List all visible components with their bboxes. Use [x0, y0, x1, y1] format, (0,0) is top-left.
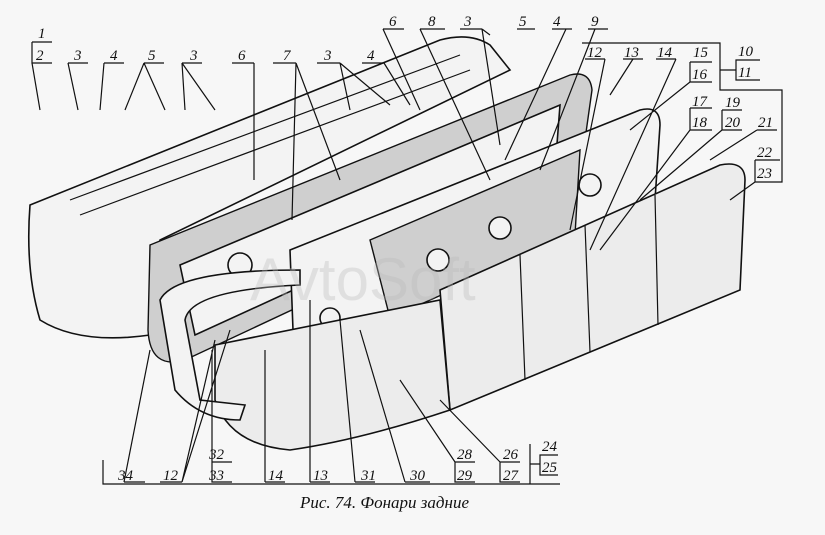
callout-5: 5 — [148, 48, 156, 64]
callout-23: 23 — [757, 166, 772, 182]
callout-2: 2 — [36, 48, 44, 64]
callout-14: 14 — [657, 45, 673, 61]
callout-27: 27 — [503, 468, 520, 484]
callout-11: 11 — [738, 65, 752, 81]
callout-7: 7 — [283, 48, 292, 64]
housing-edge — [69, 54, 471, 216]
callout-3: 3 — [73, 48, 82, 64]
side-lamp-rim — [159, 269, 301, 421]
callout-5: 5 — [519, 14, 527, 30]
callout-10: 10 — [738, 44, 754, 60]
callout-3: 3 — [189, 48, 198, 64]
callout-29: 29 — [457, 468, 473, 484]
callout-13: 13 — [313, 468, 328, 484]
callout-31: 31 — [360, 468, 376, 484]
bulb — [578, 173, 602, 197]
bulb — [488, 216, 512, 240]
top-callouts: 1 2 3 4 5 3 6 7 3 4 6 8 3 5 4 9 12 13 14… — [36, 14, 773, 182]
side-lamp-lens — [214, 299, 451, 451]
leader-lines — [31, 28, 783, 485]
callout-30: 30 — [409, 468, 426, 484]
callout-8: 8 — [428, 14, 436, 30]
callout-22: 22 — [757, 145, 773, 161]
callout-14: 14 — [268, 468, 284, 484]
callout-34: 34 — [117, 468, 134, 484]
callout-16: 16 — [692, 67, 708, 83]
figure-caption: Рис. 74. Фонари задние — [299, 493, 469, 512]
watermark: AvtoSoft — [250, 246, 476, 313]
callout-20: 20 — [725, 115, 741, 131]
callout-4: 4 — [110, 48, 118, 64]
callout-15: 15 — [693, 45, 709, 61]
callout-26: 26 — [503, 447, 519, 463]
callout-25: 25 — [542, 460, 558, 476]
callout-4: 4 — [553, 14, 561, 30]
callout-32: 32 — [208, 447, 225, 463]
callout-24: 24 — [542, 439, 558, 455]
callout-33: 33 — [208, 468, 224, 484]
callout-21: 21 — [758, 115, 773, 131]
lens-assembly — [439, 163, 746, 412]
callout-17: 17 — [692, 94, 709, 110]
callout-12: 12 — [163, 468, 179, 484]
callout-19: 19 — [725, 95, 741, 111]
callout-6: 6 — [238, 48, 246, 64]
callout-9: 9 — [591, 14, 599, 30]
callout-3: 3 — [323, 48, 332, 64]
lens-dividers — [519, 194, 659, 381]
callout-28: 28 — [457, 447, 473, 463]
bulb — [426, 248, 450, 272]
callout-1: 1 — [38, 26, 46, 42]
callout-12: 12 — [587, 45, 603, 61]
callout-6: 6 — [389, 14, 397, 30]
callout-13: 13 — [624, 45, 639, 61]
callout-18: 18 — [692, 115, 708, 131]
callout-3: 3 — [463, 14, 472, 30]
bottom-callouts: 34 12 32 33 14 13 31 30 28 29 26 27 24 2… — [117, 439, 558, 484]
callout-4: 4 — [367, 48, 375, 64]
